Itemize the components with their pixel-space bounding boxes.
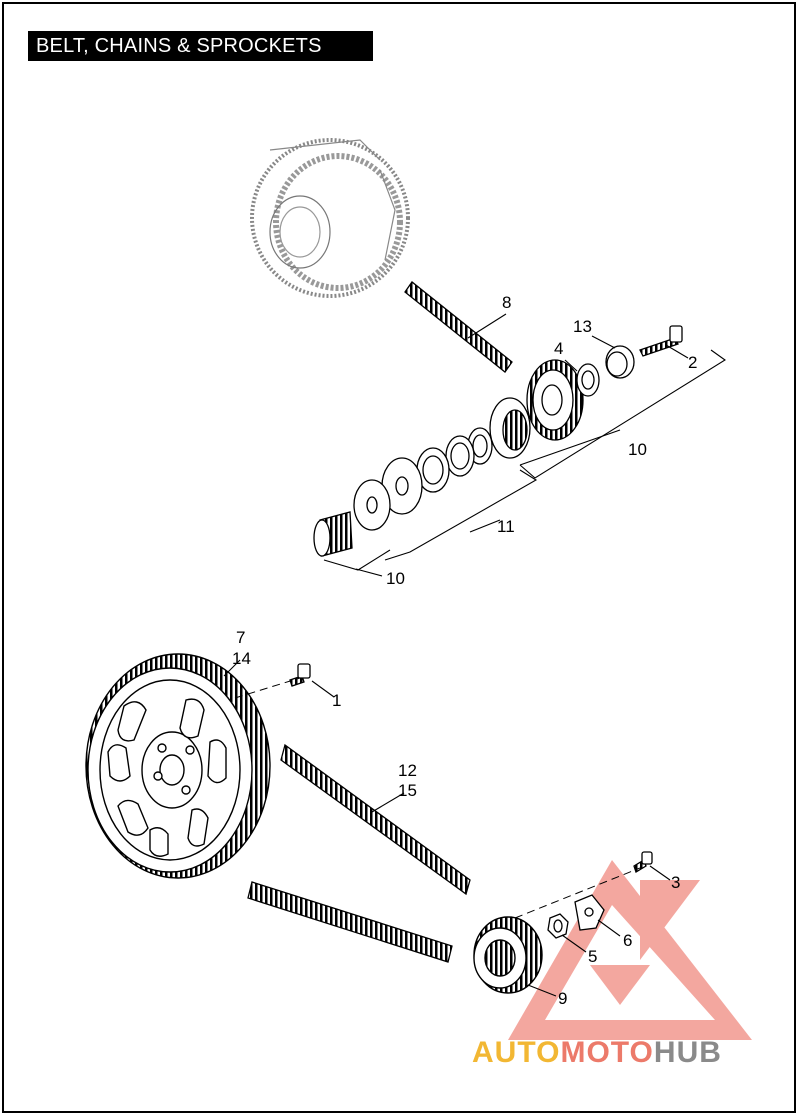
page-title: BELT, CHAINS & SPROCKETS <box>28 31 373 61</box>
rear-belt-sprocket-part <box>85 653 271 879</box>
callout-12: 12 <box>398 761 417 780</box>
watermark-logo-icon <box>508 860 752 1040</box>
callout-9: 9 <box>558 989 567 1008</box>
spline-nut-part <box>313 511 353 557</box>
transmission-sprocket-part <box>473 916 543 994</box>
watermark-moto: MOTO <box>560 1036 653 1069</box>
clutch-shell-part <box>250 138 410 298</box>
leader-dash <box>514 867 641 919</box>
watermark-hub: HUB <box>654 1036 722 1069</box>
callout-1: 1 <box>332 691 341 710</box>
leader-dash <box>234 677 301 699</box>
callout-5: 5 <box>588 947 597 966</box>
washer-part-4 <box>576 363 600 397</box>
callout-2: 2 <box>688 353 697 372</box>
watermark-auto: AUTO <box>472 1036 560 1069</box>
callout-13: 13 <box>573 317 592 336</box>
drive-belt-part <box>247 743 471 963</box>
bolt-part-2 <box>639 325 683 357</box>
watermark-text: AUTOMOTOHUB <box>472 1036 722 1069</box>
callout-10b: 10 <box>386 569 405 588</box>
bolt-part-1 <box>289 663 311 687</box>
washer-part-13 <box>605 345 635 379</box>
nut-part-5 <box>547 913 569 939</box>
engine-sprocket-part <box>489 359 584 459</box>
callout-4: 4 <box>554 339 563 358</box>
callout-6: 6 <box>623 931 632 950</box>
svg-text:AUTOMOTOHUB: AUTOMOTOHUB <box>472 1036 722 1069</box>
callout-14: 14 <box>232 649 251 668</box>
callout-15: 15 <box>398 781 417 800</box>
callout-11: 11 <box>497 517 515 536</box>
callout-10a: 10 <box>628 440 647 459</box>
lock-plate-part-6 <box>574 894 605 931</box>
callout-8: 8 <box>502 293 511 312</box>
callout-3: 3 <box>671 873 680 892</box>
shim-kit-part <box>353 427 493 531</box>
leader-lines <box>223 313 726 997</box>
primary-chain-part <box>404 281 513 373</box>
callout-7: 7 <box>236 628 245 647</box>
